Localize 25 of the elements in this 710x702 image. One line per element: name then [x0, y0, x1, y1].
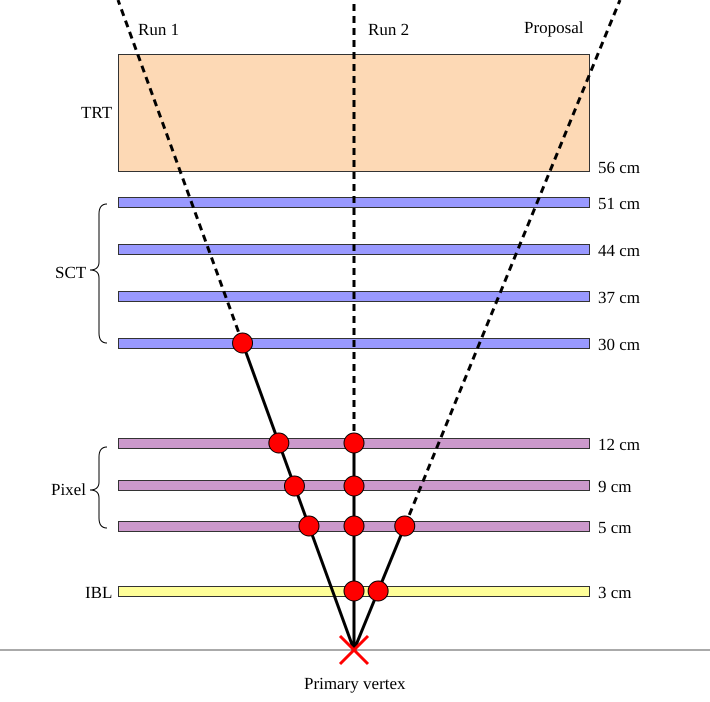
detector-layer: [118, 480, 590, 491]
radius-label: 44 cm: [598, 241, 640, 261]
radius-label: 3 cm: [598, 583, 632, 603]
radius-label: 30 cm: [598, 335, 640, 355]
detector-name-label: IBL: [85, 583, 112, 603]
radius-label: 51 cm: [598, 194, 640, 214]
radius-label: 56 cm: [598, 158, 640, 178]
detector-layer: [118, 338, 590, 349]
radius-label: 12 cm: [598, 435, 640, 455]
subsystem-label: SCT: [55, 263, 86, 283]
vertex-label: Primary vertex: [304, 674, 406, 694]
radius-label: 37 cm: [598, 288, 640, 308]
subsystem-label: Pixel: [51, 480, 86, 500]
detector-layer: [118, 244, 590, 255]
track-label: Run 2: [368, 20, 410, 40]
detector-layer: [118, 586, 590, 597]
track-label: Proposal: [524, 18, 584, 38]
detector-volume: [118, 54, 590, 172]
radius-label: 9 cm: [598, 477, 632, 497]
detector-layer: [118, 291, 590, 302]
detector-name-label: TRT: [81, 103, 112, 123]
radius-label: 5 cm: [598, 518, 632, 538]
detector-layer: [118, 197, 590, 208]
track-label: Run 1: [138, 20, 180, 40]
detector-layer: [118, 438, 590, 449]
